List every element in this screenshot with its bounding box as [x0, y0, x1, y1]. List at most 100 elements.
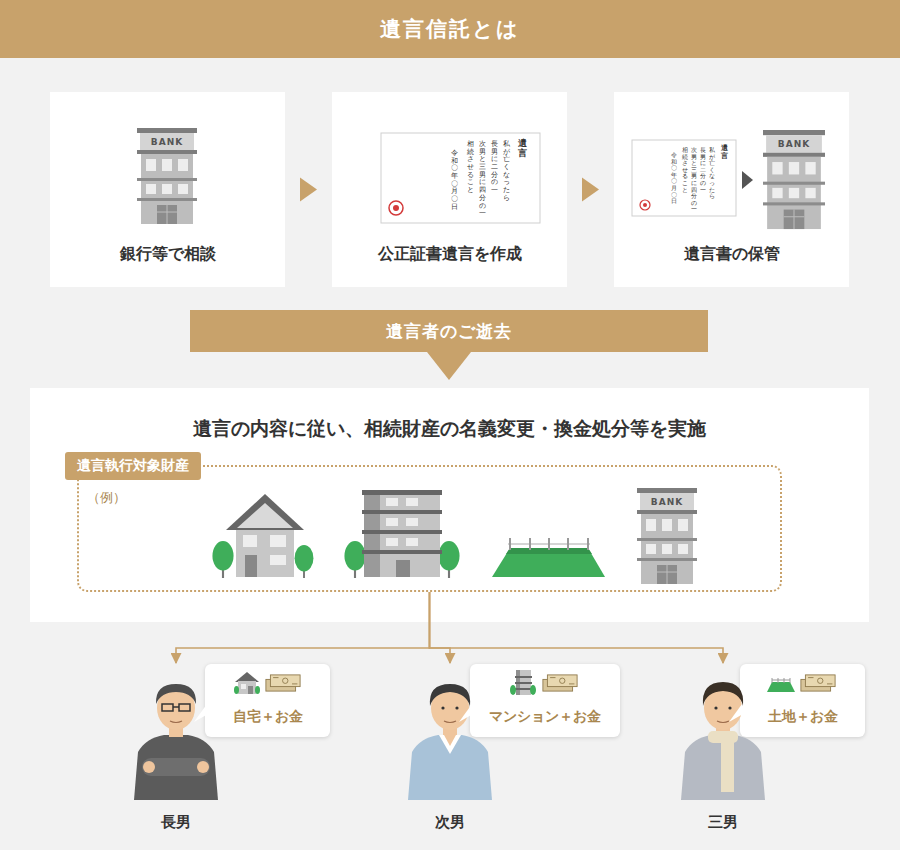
heir-figure: 長男 自宅＋お金 — [130, 664, 330, 832]
house-icon-part — [212, 541, 233, 578]
land-icon-part — [529, 538, 531, 550]
second-son-figure-part — [441, 706, 444, 709]
will-text: 遺言 — [518, 139, 527, 159]
eldest-son-figure-part — [173, 706, 179, 708]
step-box-text: 銀行等で相談 — [120, 244, 216, 265]
heir-figure: 次男マンション＋お金 — [404, 664, 624, 832]
bubble-icons-part — [543, 675, 577, 691]
speech-bubble: 土地＋お金 — [740, 664, 865, 737]
will-text: 令和〇年〇月〇日 — [671, 152, 677, 205]
land-icon — [492, 538, 605, 577]
apartment-icon-part — [386, 498, 398, 506]
will-document-part — [393, 205, 399, 211]
step-box: 銀行等で相談 — [50, 92, 285, 287]
distribution-arrow — [430, 592, 451, 663]
flow-arrow — [300, 178, 317, 202]
eldest-son-figure-part — [134, 735, 218, 800]
speech-bubble-text: 土地＋お金 — [768, 708, 838, 726]
bank-icon-part — [637, 488, 697, 584]
step-box: 公正証書遺言を作成 — [332, 92, 567, 287]
bubble-icons-part — [234, 672, 260, 694]
second-son-figure-part — [455, 706, 458, 709]
will-document-part — [632, 140, 736, 216]
will-text-column: 次男と三男に四分の一 — [691, 147, 697, 213]
apartment-icon-part — [406, 498, 418, 506]
eldest-son-figure-part — [156, 684, 196, 704]
will-document-part — [643, 203, 647, 207]
will-text: 私が亡くなったら — [709, 147, 715, 200]
bubble-icons — [194, 670, 835, 722]
bank-sign: BANK — [151, 137, 183, 147]
eldest-son-figure-part — [157, 686, 195, 730]
step-box: 遺言書の保管 — [614, 92, 849, 287]
speech-bubble: 自宅＋お金 — [205, 664, 330, 737]
will-text-column: 私が亡くなったら — [709, 147, 715, 200]
step-box-text: 公正証書遺言を作成 — [378, 244, 522, 265]
bank-sign-text: BANK — [151, 137, 183, 147]
heir-figure-text: 三男 — [677, 813, 769, 832]
will-text: 遺言 — [721, 145, 728, 160]
house-icon-part — [243, 535, 257, 547]
third-son-figure-part — [716, 724, 730, 737]
land-icon-part — [506, 548, 592, 554]
asset-region-text: 遺言執行対象財産 — [65, 452, 201, 480]
second-son-figure-part — [444, 735, 456, 746]
step-box-text: 遺言書の保管 — [684, 244, 780, 265]
third-son-figure-part — [721, 740, 734, 792]
eldest-son-figure-part — [142, 758, 210, 776]
heir-figure: 三男 土地＋お金 — [677, 664, 867, 832]
bank-sign-text: BANK — [778, 139, 810, 149]
apartment-icon — [344, 490, 459, 578]
second-son-figure-part — [439, 735, 461, 754]
distribution-arrow — [176, 592, 430, 663]
asset-region-text: （例） — [87, 489, 147, 507]
event-band-text: 遺言者のご逝去 — [386, 320, 512, 343]
second-son-figure-part — [443, 724, 457, 737]
bank-icon — [763, 130, 825, 229]
will-text-column: 次男と三男に四分の一 — [479, 141, 486, 218]
heir-figure-text: 長男 — [130, 813, 222, 832]
will-text-column: 私が亡くなったら — [503, 141, 510, 203]
flow-arrow — [582, 178, 599, 202]
apartment-icon-part — [438, 541, 459, 578]
heir-figure-text: 次男 — [404, 813, 496, 832]
will-text: 長男に二分の一 — [491, 141, 498, 195]
apartment-icon-part — [364, 490, 380, 577]
bubble-icons-part — [767, 678, 795, 692]
land-icon-part — [509, 538, 511, 550]
land-icon-part — [567, 538, 569, 550]
will-text-column: 令和〇年〇月〇日 — [451, 150, 458, 212]
eldest-son-figure-part — [162, 704, 173, 711]
speech-bubble-text: 自宅＋お金 — [233, 708, 303, 726]
third-son-figure-part — [714, 706, 717, 709]
house-icon-part — [237, 503, 293, 528]
third-son-figure-part — [717, 721, 729, 723]
apartment-icon-part — [344, 541, 365, 578]
bubble-icons-part — [729, 704, 743, 722]
apartment-icon-part — [362, 510, 442, 514]
apartment-icon-part — [362, 490, 442, 495]
bank-icon-part — [763, 130, 825, 229]
apartment-icon-part — [406, 518, 418, 526]
event-band: 遺言者のご逝去 — [190, 310, 708, 352]
house-icon-part — [270, 555, 286, 565]
bubble-icons-part — [459, 704, 473, 722]
bubble-icons-part — [266, 675, 300, 691]
bank-sign: BANK — [778, 139, 810, 149]
will-document-part — [381, 133, 540, 223]
flow-arrow — [427, 352, 471, 380]
land-icon-part — [548, 538, 550, 550]
eldest-son-figure-part — [169, 724, 183, 737]
title-text: 遺言信託とは — [380, 15, 520, 43]
will-text-column: 遺言 — [518, 139, 527, 159]
will-document-part — [389, 201, 403, 215]
will-text-column: 長男に二分の一 — [491, 141, 498, 195]
apartment-icon-part — [406, 538, 418, 546]
third-son-figure-part — [681, 735, 765, 800]
bank-icon — [137, 128, 197, 224]
apartment-icon-part — [386, 538, 398, 546]
bank-sign-text: BANK — [651, 497, 683, 507]
will-text-column: 長男に二分の一 — [700, 147, 706, 193]
